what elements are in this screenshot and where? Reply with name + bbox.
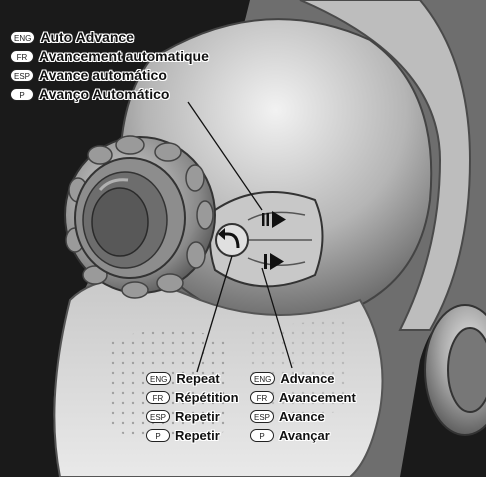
repeat-label-p: P Repetir [146, 428, 220, 443]
auto-advance-label-p: P Avanço Automático [10, 86, 169, 102]
lang-badge-eng: ENG [146, 372, 171, 385]
repeat-label-eng: ENG Repeat [146, 371, 220, 386]
label-text: Repeat [176, 371, 219, 386]
auto-advance-label-fr: FR Avancement automatique [10, 48, 209, 64]
advance-label-eng: ENG Advance [250, 371, 335, 386]
label-text: Avancement [279, 390, 356, 405]
label-text: Avance [279, 409, 325, 424]
label-text: Repetir [175, 428, 220, 443]
repeat-label-esp: ESP Repetir [146, 409, 220, 424]
lang-badge-eng: ENG [250, 372, 275, 385]
lang-badge-fr: FR [250, 391, 274, 404]
advance-label-p: P Avançar [250, 428, 330, 443]
lang-badge-p: P [250, 429, 274, 442]
repeat-label-fr: FR Répétition [146, 390, 239, 405]
auto-advance-label-eng: ENG Auto Advance [10, 29, 134, 45]
repeat-icon [216, 224, 248, 256]
advance-label-fr: FR Avancement [250, 390, 356, 405]
lang-badge-p: P [146, 429, 170, 442]
label-text: Advance [280, 371, 334, 386]
lang-badge-fr: FR [10, 50, 34, 63]
advance-label-esp: ESP Avance [250, 409, 325, 424]
lang-badge-esp: ESP [146, 410, 170, 423]
lang-badge-esp: ESP [10, 69, 34, 82]
label-text: Avancement automatique [39, 48, 209, 64]
label-text: Avanço Automático [39, 86, 169, 102]
lang-badge-esp: ESP [250, 410, 274, 423]
lang-badge-eng: ENG [10, 31, 35, 44]
label-text: Répétition [175, 390, 239, 405]
label-text: Auto Advance [40, 29, 134, 45]
label-text: Repetir [175, 409, 220, 424]
label-text: Avance automático [39, 67, 167, 83]
auto-advance-label-esp: ESP Avance automático [10, 67, 167, 83]
label-text: Avançar [279, 428, 330, 443]
lang-badge-p: P [10, 88, 34, 101]
lang-badge-fr: FR [146, 391, 170, 404]
